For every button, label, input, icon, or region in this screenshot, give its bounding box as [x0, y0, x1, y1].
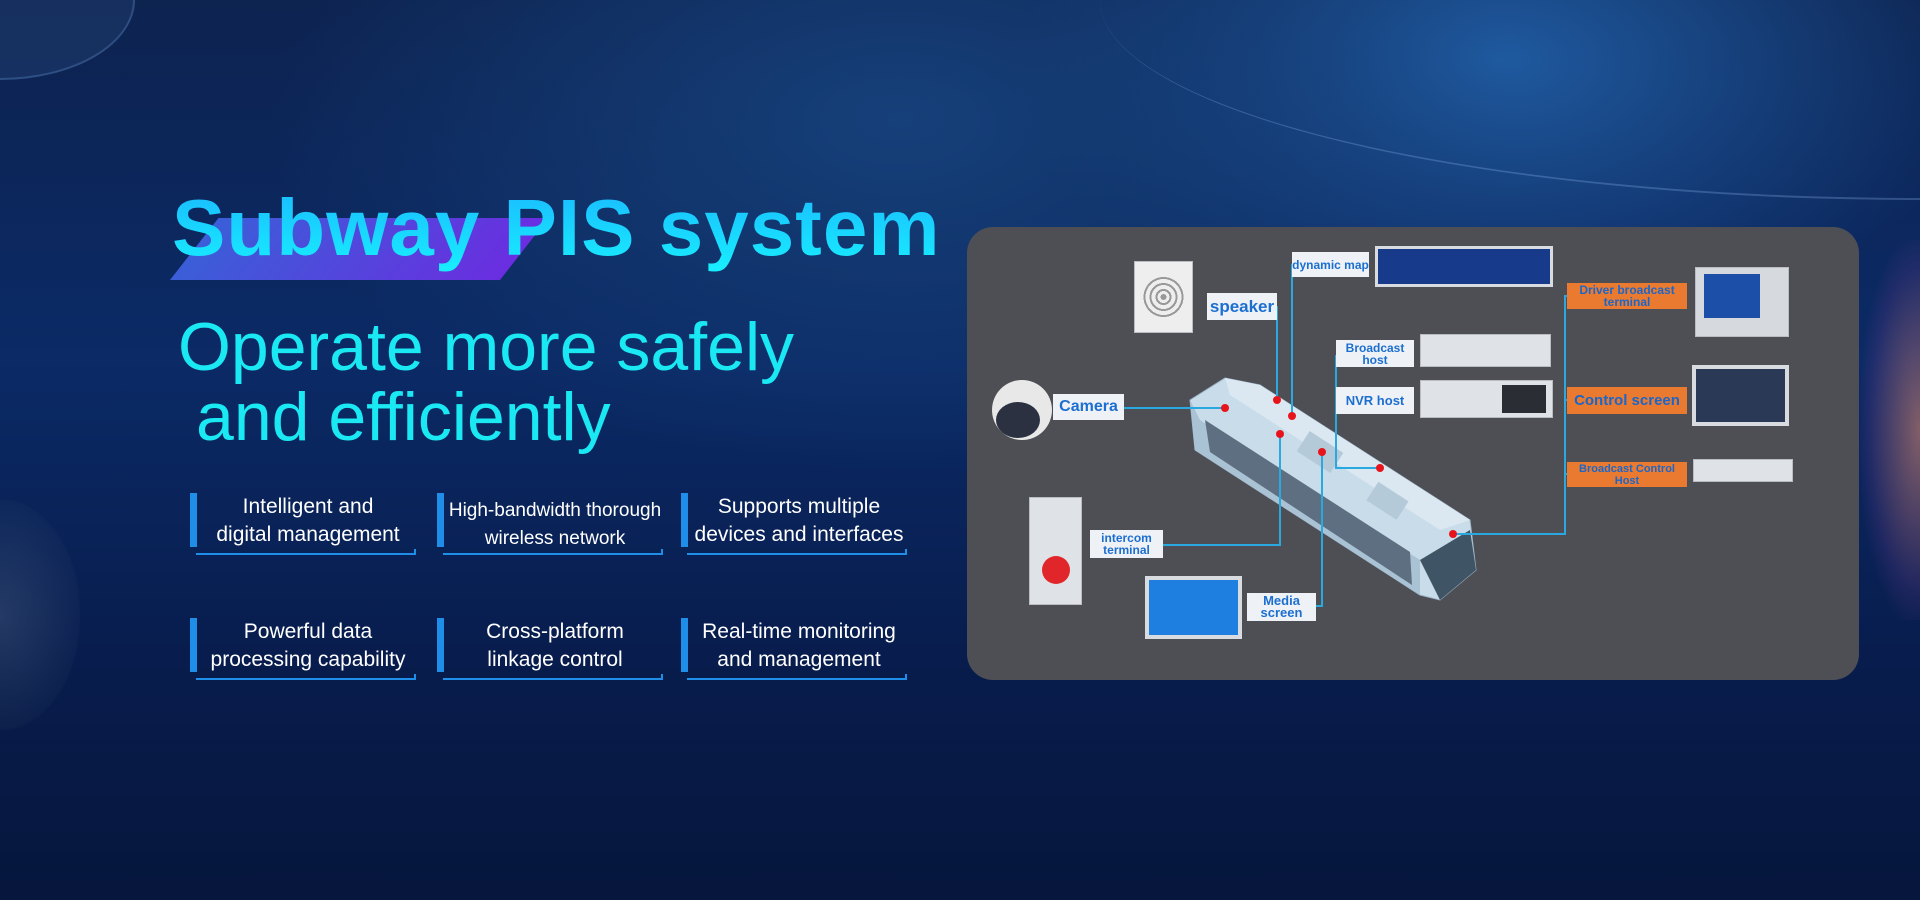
broadcast-host-label: Broadcast host [1336, 340, 1414, 367]
speaker-label: speaker [1207, 293, 1277, 320]
feature-text: digital management [216, 523, 400, 546]
feature-text: Cross-platform [486, 620, 624, 643]
feature-text: Real-time monitoring [702, 620, 896, 643]
feature-text: processing capability [210, 648, 406, 671]
camera-label: Camera [1053, 394, 1124, 420]
broadcast-host-device-icon [1420, 334, 1551, 367]
control-screen-device-icon [1692, 365, 1789, 426]
train-illustration [1189, 377, 1477, 601]
subtitle-line-2: and efficiently [196, 379, 611, 455]
feature-item: Intelligent and digital management [190, 493, 416, 555]
decorative-glow-right [1860, 240, 1920, 620]
speaker-device-icon [1134, 261, 1193, 333]
broadcast-control-host-device-icon [1693, 459, 1793, 482]
feature-text: and management [717, 648, 881, 671]
feature-item: Cross-platform linkage control [437, 618, 663, 680]
feature-text: linkage control [487, 648, 623, 671]
dynamic-map-screen-icon [1375, 246, 1553, 287]
feature-text: Powerful data [243, 620, 373, 643]
feature-text: High-bandwidth thorough [448, 500, 662, 521]
decorative-arc-left [0, 500, 80, 730]
intercom-terminal-label: intercom terminal [1090, 530, 1163, 558]
feature-text: Supports multiple [717, 495, 881, 518]
feature-text: wireless network [484, 528, 626, 549]
subtitle-line-1: Operate more safely [178, 309, 795, 385]
dynamic-map-label: dynamic map [1292, 252, 1369, 277]
feature-item: High-bandwidth thorough wireless network [437, 493, 663, 555]
feature-item: Real-time monitoring and management [681, 618, 907, 680]
nvr-host-label: NVR host [1336, 387, 1414, 414]
feature-item: Supports multiple devices and interfaces [681, 493, 907, 555]
control-screen-label: Control screen [1567, 387, 1687, 414]
feature-text: devices and interfaces [694, 523, 904, 546]
page-title: Subway PIS system [172, 183, 941, 272]
connection-lines [1124, 264, 1567, 607]
driver-broadcast-terminal-icon [1695, 267, 1789, 337]
nvr-host-device-icon [1420, 380, 1553, 418]
driver-broadcast-terminal-label: Driver broadcast terminal [1567, 283, 1687, 309]
feature-item: Powerful data processing capability [190, 618, 416, 680]
intercom-terminal-device-icon [1029, 497, 1082, 605]
connection-dots [1221, 396, 1457, 538]
media-screen-device-icon [1145, 576, 1242, 639]
camera-device-icon [992, 380, 1052, 440]
feature-text: Intelligent and [242, 495, 374, 518]
broadcast-control-host-label: Broadcast Control Host [1567, 462, 1687, 487]
media-screen-label: Media screen [1247, 593, 1316, 621]
